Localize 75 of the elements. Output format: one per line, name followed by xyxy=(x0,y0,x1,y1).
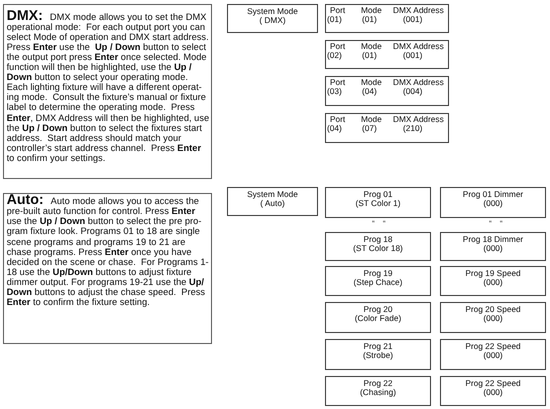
display-box xyxy=(440,339,546,370)
display-box xyxy=(440,232,546,261)
column-value: (210) xyxy=(403,124,422,134)
column-header: DMX Address xyxy=(393,6,444,16)
instruction-text: Auto: Auto mode allows you to access the pre-built auto function for control. Press Enter use the Up / Down button to select the pre pro- gram fixture look. Programs 01 to 18 are single scene programs and programs 19 to 21 are chase programs. Press Enter once you have decided on the scene or chase. For Programs 1- 18 use the Up/Down buttons to adjust fixture dimmer output. For programs 19-21 use the Up/ Down buttons to adjust the chase speed. Press Enter to confirm the fixture setting. xyxy=(6,195,210,308)
column-header: Port xyxy=(330,6,346,16)
display-box xyxy=(325,40,449,69)
menu-label: Prog 01 xyxy=(363,190,393,200)
column-value: (07) xyxy=(362,124,377,134)
column-header: Mode xyxy=(361,78,382,88)
column-header: Mode xyxy=(361,42,382,52)
menu-label: Prog 20 xyxy=(363,305,393,314)
menu-value: (Step Chace) xyxy=(354,278,402,288)
menu-label: Prog 21 xyxy=(363,342,393,352)
display-box xyxy=(325,302,431,333)
menu-value: (000) xyxy=(483,351,503,360)
display-box xyxy=(325,266,431,296)
menu-value: (000) xyxy=(483,314,503,324)
menu-label: System Mode xyxy=(247,7,298,16)
display-box xyxy=(325,4,449,33)
column-value: (01) xyxy=(362,51,377,60)
ditto-mark: “ “ xyxy=(372,219,386,228)
column-value: (004) xyxy=(403,87,422,96)
display-box xyxy=(227,187,318,216)
column-value: (04) xyxy=(327,124,342,134)
menu-label: Prog 20 Speed xyxy=(465,305,521,314)
menu-label: Prog 19 xyxy=(363,269,393,278)
column-value: (01) xyxy=(327,15,342,24)
menu-value: (ST Color 1) xyxy=(355,199,401,208)
menu-value: ( DMX) xyxy=(259,16,286,26)
instruction-panel xyxy=(3,193,212,344)
display-box xyxy=(227,4,318,33)
column-header: Port xyxy=(330,42,346,52)
menu-value: (000) xyxy=(483,278,503,288)
menu-value: (000) xyxy=(483,199,503,208)
column-header: DMX Address xyxy=(393,78,444,88)
menu-label: Prog 01 Dimmer xyxy=(462,190,524,200)
menu-value: (000) xyxy=(483,388,503,398)
display-box xyxy=(325,376,431,406)
menu-label: System Mode xyxy=(247,190,298,200)
menu-label: Prog 22 Speed xyxy=(465,379,521,388)
display-box xyxy=(440,187,546,218)
column-header: Port xyxy=(330,115,346,124)
menu-value: (000) xyxy=(483,244,503,254)
display-box xyxy=(325,76,449,106)
menu-value: (Strobe) xyxy=(363,351,393,360)
menu-label: Prog 18 xyxy=(363,235,393,244)
menu-value: (ST Color 18) xyxy=(353,244,403,254)
display-box xyxy=(325,339,431,370)
column-header: Mode xyxy=(361,6,382,16)
menu-value: ( Auto) xyxy=(260,199,285,208)
menu-value: (Chasing) xyxy=(360,388,396,398)
ditto-mark: “ “ xyxy=(489,219,503,228)
column-header: Port xyxy=(330,78,346,88)
column-header: Mode xyxy=(361,115,382,124)
display-box xyxy=(325,232,431,261)
column-value: (02) xyxy=(327,51,342,60)
menu-label: Prog 18 Dimmer xyxy=(462,235,524,244)
column-value: (04) xyxy=(362,87,377,96)
menu-label: Prog 22 xyxy=(363,379,393,388)
column-value: (001) xyxy=(403,15,422,24)
display-box xyxy=(440,266,546,296)
display-box xyxy=(325,187,431,218)
menu-label: Prog 22 Speed xyxy=(465,342,521,352)
column-header: DMX Address xyxy=(393,42,444,52)
menu-label: Prog 19 Speed xyxy=(465,269,521,278)
menu-value: (Color Fade) xyxy=(354,314,402,324)
column-value: (03) xyxy=(327,87,342,96)
display-box xyxy=(440,376,546,406)
display-box xyxy=(440,302,546,333)
column-header: DMX Address xyxy=(393,115,444,124)
instruction-text: DMX: DMX mode allows you to set the DMX operational mode: For each output port you can select Mode of operation and DMX start address. Press Enter use the Up / Down button to select the output port press Enter once selected. Mode function will then be highlighted, use the Up / Down button to select your operating mode. Each lighting fixture will have a different operat- ing mode. Consult the fixture’s manual or fixture label to determine the operating mode. Press Enter, DMX Address will then be highlighted, use the Up / Down button to select the fixtures start address. Start address should match your controller’s start address channel. Press Enter to confirm your settings. xyxy=(6,10,210,163)
display-box xyxy=(325,113,449,143)
column-value: (01) xyxy=(362,15,377,24)
column-value: (001) xyxy=(403,51,422,60)
